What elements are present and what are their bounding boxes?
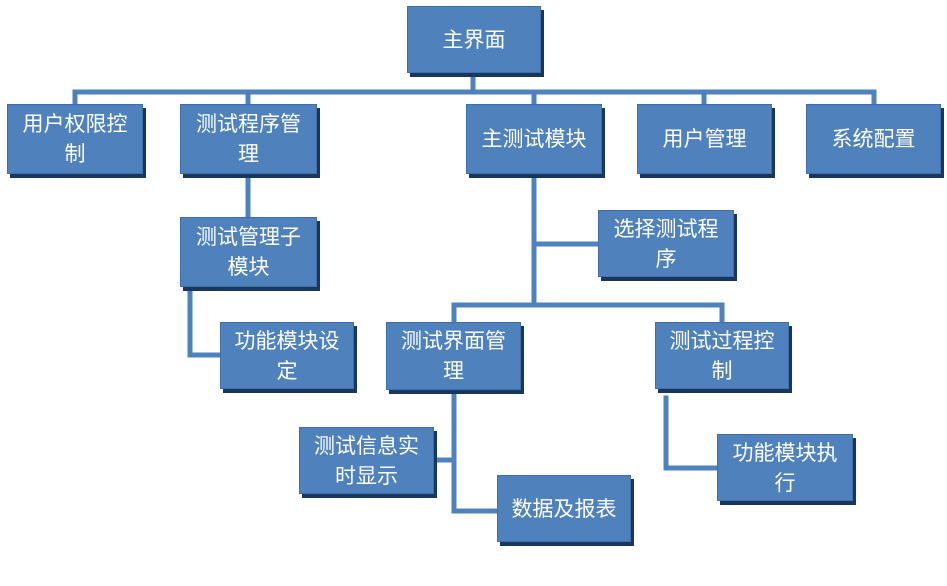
node-function-setting-label: 功能模块设定 <box>234 328 340 383</box>
node-user-permission-label: 用户权限控制 <box>22 112 128 166</box>
node-user-permission: 用户权限控制 <box>7 104 143 174</box>
node-root: 主界面 <box>407 6 541 73</box>
node-test-process-ctrl-label: 测试过程控制 <box>669 328 775 383</box>
node-test-ui-mgmt: 测试界面管理 <box>386 322 521 390</box>
node-test-program-mgmt-label: 测试程序管理 <box>196 112 301 166</box>
node-root-label: 主界面 <box>442 27 506 52</box>
node-test-mgmt-sub: 测试管理子模块 <box>180 217 317 287</box>
connector-function-exec <box>663 395 720 471</box>
node-realtime-display: 测试信息实时显示 <box>299 427 434 494</box>
connector-function-setting <box>187 286 223 358</box>
node-user-mgmt: 用户管理 <box>637 104 772 174</box>
node-test-program-mgmt: 测试程序管理 <box>180 104 317 174</box>
node-system-config: 系统配置 <box>806 104 941 174</box>
node-select-program-label: 选择测试程序 <box>613 216 719 271</box>
node-test-process-ctrl: 测试过程控制 <box>655 322 789 389</box>
node-test-ui-mgmt-label: 测试界面管理 <box>401 329 506 383</box>
node-main-test-module: 主测试模块 <box>466 104 602 174</box>
node-realtime-display-label: 测试信息实时显示 <box>314 433 419 488</box>
node-select-program: 选择测试程序 <box>598 210 734 277</box>
node-user-mgmt-label: 用户管理 <box>662 127 747 151</box>
node-test-mgmt-sub-label: 测试管理子模块 <box>196 225 301 279</box>
node-function-exec-label: 功能模块执行 <box>732 440 838 495</box>
node-data-report-label: 数据及报表 <box>511 496 617 521</box>
node-system-config-label: 系统配置 <box>831 127 916 151</box>
node-main-test-module-label: 主测试模块 <box>481 127 587 151</box>
node-function-setting: 功能模块设定 <box>220 322 354 389</box>
node-data-report: 数据及报表 <box>497 475 631 542</box>
node-function-exec: 功能模块执行 <box>717 434 853 501</box>
